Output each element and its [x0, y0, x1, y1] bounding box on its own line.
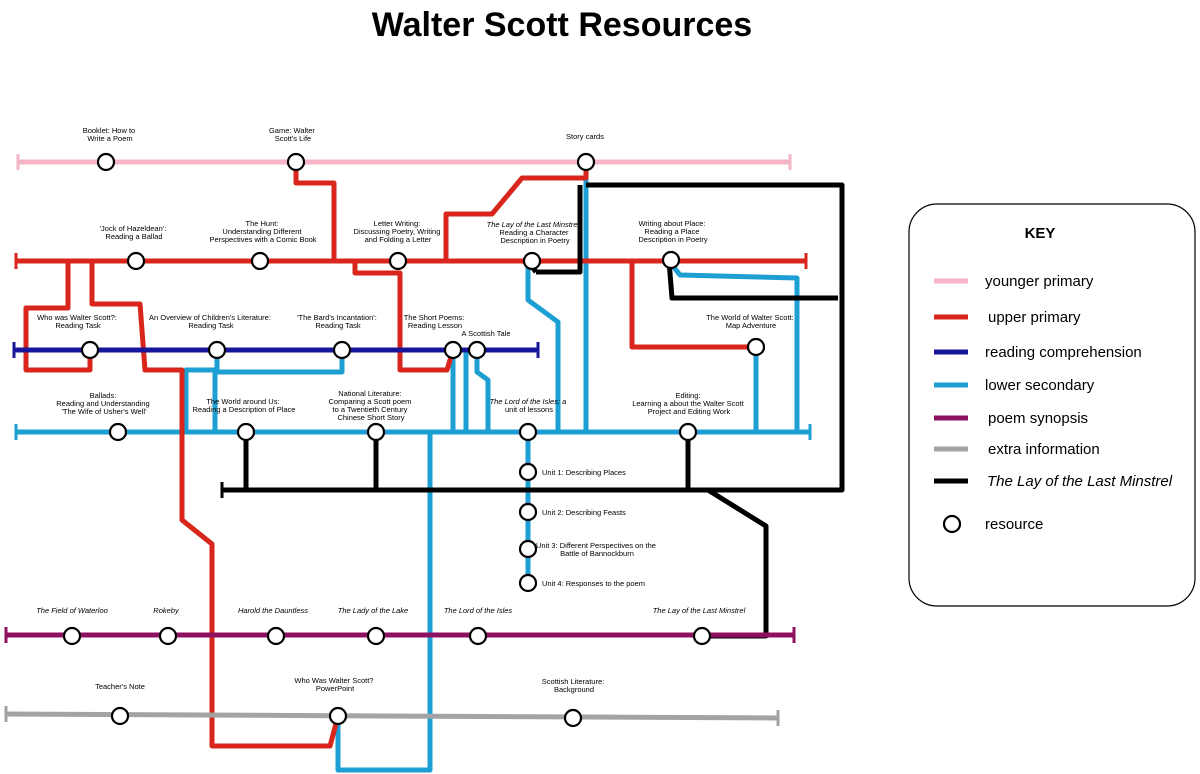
- station-teachers-note[interactable]: [110, 706, 130, 726]
- station-booklet-poem[interactable]: [96, 152, 116, 172]
- station-jock-hazeldean[interactable]: [126, 251, 146, 271]
- extra-information-line: [4, 706, 780, 726]
- key-label-extra-information: extra information: [988, 441, 1100, 458]
- key-item-reading-comprehension: reading comprehension: [934, 344, 1142, 361]
- station-short-poems[interactable]: [443, 340, 463, 360]
- station-ballads[interactable]: [108, 422, 128, 442]
- station-story-cards[interactable]: [576, 152, 596, 172]
- label-lady-lake: The Lady of the Lake: [338, 606, 408, 615]
- station-field-waterloo[interactable]: [62, 626, 82, 646]
- key-box: [908, 203, 1196, 607]
- label-who-was-scott-ppt: Who Was Walter Scott? PowerPoint: [294, 676, 375, 693]
- label-field-waterloo: The Field of Waterloo: [36, 606, 108, 615]
- label-lord-isles: The Lord of the Isles: [444, 606, 513, 615]
- label-ballads: Ballads: Reading and Understanding 'The …: [56, 391, 152, 416]
- stations: Booklet: How to Write a Poem Game: Walte…: [36, 126, 796, 728]
- key-label-younger-primary: younger primary: [985, 273, 1094, 290]
- label-booklet-poem: Booklet: How to Write a Poem: [83, 126, 138, 143]
- key-label-reading-comprehension: reading comprehension: [985, 344, 1142, 361]
- label-who-was-scott-task: Who was Walter Scott?: Reading Task: [37, 313, 119, 330]
- label-short-poems: The Short Poems: Reading Lesson: [404, 313, 467, 330]
- station-world-scott-map[interactable]: [746, 337, 766, 357]
- label-lay-minstrel: The Lay of the Last Minstrel: [653, 606, 746, 615]
- label-unit4: Unit 4: Responses to the poem: [542, 579, 645, 588]
- label-the-hunt: The Hunt: Understanding Different Perspe…: [209, 219, 316, 244]
- label-jock-hazeldean: 'Jock of Hazeldean': Reading a Ballad: [100, 224, 169, 241]
- label-world-around-us: The World around Us: Reading a Descripti…: [193, 397, 296, 414]
- key-label-resource: resource: [985, 516, 1043, 533]
- key-label-poem-synopsis: poem synopsis: [988, 410, 1088, 427]
- label-lord-isles-unit: The Lord of the Isles: a unit of lessons: [490, 397, 569, 414]
- key-item-lay-of-last-minstrel: The Lay of the Last Minstrel: [934, 473, 1173, 490]
- label-unit3: Unit 3: Different Perspectives on the Ba…: [536, 541, 658, 558]
- station-harold-dauntless[interactable]: [266, 626, 286, 646]
- station-national-literature[interactable]: [366, 422, 386, 442]
- key-item-upper-primary: upper primary: [934, 309, 1081, 326]
- station-scottish-lit-background[interactable]: [563, 708, 583, 728]
- station-lay-minstrel[interactable]: [692, 626, 712, 646]
- station-unit4[interactable]: [518, 573, 538, 593]
- station-editing[interactable]: [678, 422, 698, 442]
- station-unit1[interactable]: [518, 462, 538, 482]
- key-item-lower-secondary: lower secondary: [934, 377, 1095, 394]
- key-item-younger-primary: younger primary: [934, 273, 1094, 290]
- upper-primary-line: [14, 162, 808, 749]
- key-resource-marker: [942, 514, 962, 534]
- station-lady-lake[interactable]: [366, 626, 386, 646]
- label-writing-about-place: Writing about Place: Reading a Place Des…: [638, 219, 707, 244]
- label-teachers-note: Teacher's Note: [95, 682, 145, 691]
- key-item-poem-synopsis: poem synopsis: [934, 410, 1088, 427]
- younger-primary-line: [16, 154, 792, 170]
- label-overview-childrens-literature: An Overview of Children's Literature: Re…: [149, 313, 273, 330]
- label-unit1: Unit 1: Describing Places: [542, 468, 626, 477]
- label-unit2: Unit 2: Describing Feasts: [542, 508, 626, 517]
- label-harold-dauntless: Harold the Dauntless: [238, 606, 308, 615]
- station-bards-incantation[interactable]: [332, 340, 352, 360]
- key-legend: KEY younger primary upper primary readin…: [908, 203, 1196, 607]
- key-title: KEY: [1025, 225, 1056, 242]
- station-overview-childrens-literature[interactable]: [207, 340, 227, 360]
- label-world-scott-map: The World of Walter Scott: Map Adventure: [706, 313, 796, 330]
- station-game-scott-life[interactable]: [286, 152, 306, 172]
- label-scottish-lit-background: Scottish Literature: Background: [542, 677, 607, 694]
- label-game-scott-life: Game: Walter Scott's Life: [269, 126, 317, 143]
- station-who-was-scott-task[interactable]: [80, 340, 100, 360]
- station-unit3[interactable]: [518, 539, 538, 559]
- label-letter-writing: Letter Writing: Discussing Poetry, Writi…: [354, 219, 443, 244]
- station-the-hunt[interactable]: [250, 251, 270, 271]
- label-scottish-tale: A Scottish Tale: [461, 329, 510, 338]
- station-lay-character-description[interactable]: [522, 251, 542, 271]
- station-lord-isles[interactable]: [468, 626, 488, 646]
- station-scottish-tale[interactable]: [467, 340, 487, 360]
- label-national-literature: National Literature: Comparing a Scott p…: [328, 389, 413, 422]
- route-lines: [4, 154, 845, 773]
- key-item-extra-information: extra information: [934, 441, 1100, 458]
- station-writing-about-place[interactable]: [661, 250, 681, 270]
- station-who-was-scott-ppt[interactable]: [328, 706, 348, 726]
- station-rokeby[interactable]: [158, 626, 178, 646]
- key-label-lay-of-last-minstrel: The Lay of the Last Minstrel: [987, 473, 1173, 490]
- label-story-cards: Story cards: [566, 132, 604, 141]
- key-label-upper-primary: upper primary: [988, 309, 1081, 326]
- station-lord-isles-unit[interactable]: [518, 422, 538, 442]
- station-unit2[interactable]: [518, 502, 538, 522]
- key-item-resource: resource: [942, 514, 1043, 534]
- page-title: Walter Scott Resources: [372, 6, 752, 44]
- label-rokeby: Rokeby: [153, 606, 180, 615]
- station-letter-writing[interactable]: [388, 251, 408, 271]
- poem-synopsis-line: [4, 627, 796, 643]
- label-bards-incantation: 'The Bard's Incantation': Reading Task: [297, 313, 379, 330]
- label-editing: Editing: Learning a about the Walter Sco…: [632, 391, 746, 416]
- key-label-lower-secondary: lower secondary: [985, 377, 1095, 394]
- label-lay-character-description: The Lay of the Last Minstrel: Reading a …: [487, 220, 584, 245]
- station-world-around-us[interactable]: [236, 422, 256, 442]
